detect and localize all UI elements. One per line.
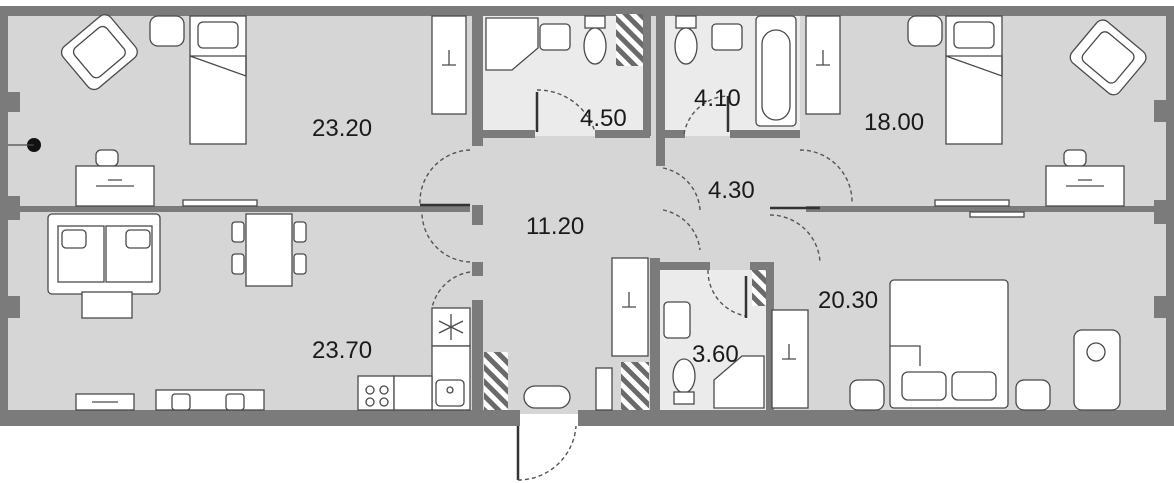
room-area-bathroom-right: 4.10: [694, 85, 741, 112]
doors[interactable]: [419, 89, 853, 318]
room-area-hall: 11.20: [526, 213, 584, 240]
room-area-bedroom-right: 18.00: [864, 109, 924, 136]
room-area-master-bedroom: 20.30: [818, 287, 878, 314]
entrance-door[interactable]: [516, 385, 577, 481]
walls: [0, 6, 1174, 426]
bedroom-right-furniture: [805, 15, 1147, 218]
bathroom-right-fixtures: [674, 15, 797, 127]
hall-furniture: [595, 257, 649, 411]
room-area-bedroom-left: 23.20: [312, 115, 372, 142]
bedroom-left-furniture: [8, 14, 467, 207]
room-area-shower-room: 3.60: [692, 341, 739, 368]
bathroom-left-fixtures: [485, 15, 607, 71]
teddy-bear-icon: [1086, 342, 1106, 362]
room-area-living-kitchen: 23.70: [312, 337, 372, 364]
ventilation-shafts: [484, 14, 766, 410]
living-kitchen-furniture: [47, 213, 471, 411]
room-area-labels: 23.20 4.50 4.10 18.00 4.30 11.20 23.70 2…: [312, 85, 924, 368]
room-area-bathroom-left: 4.50: [580, 105, 627, 132]
snowflake-icon: [438, 314, 464, 340]
master-bedroom-furniture: [849, 279, 1121, 411]
shower-room-fixtures: [663, 301, 809, 409]
room-area-hall-corridor: 4.30: [708, 177, 755, 204]
